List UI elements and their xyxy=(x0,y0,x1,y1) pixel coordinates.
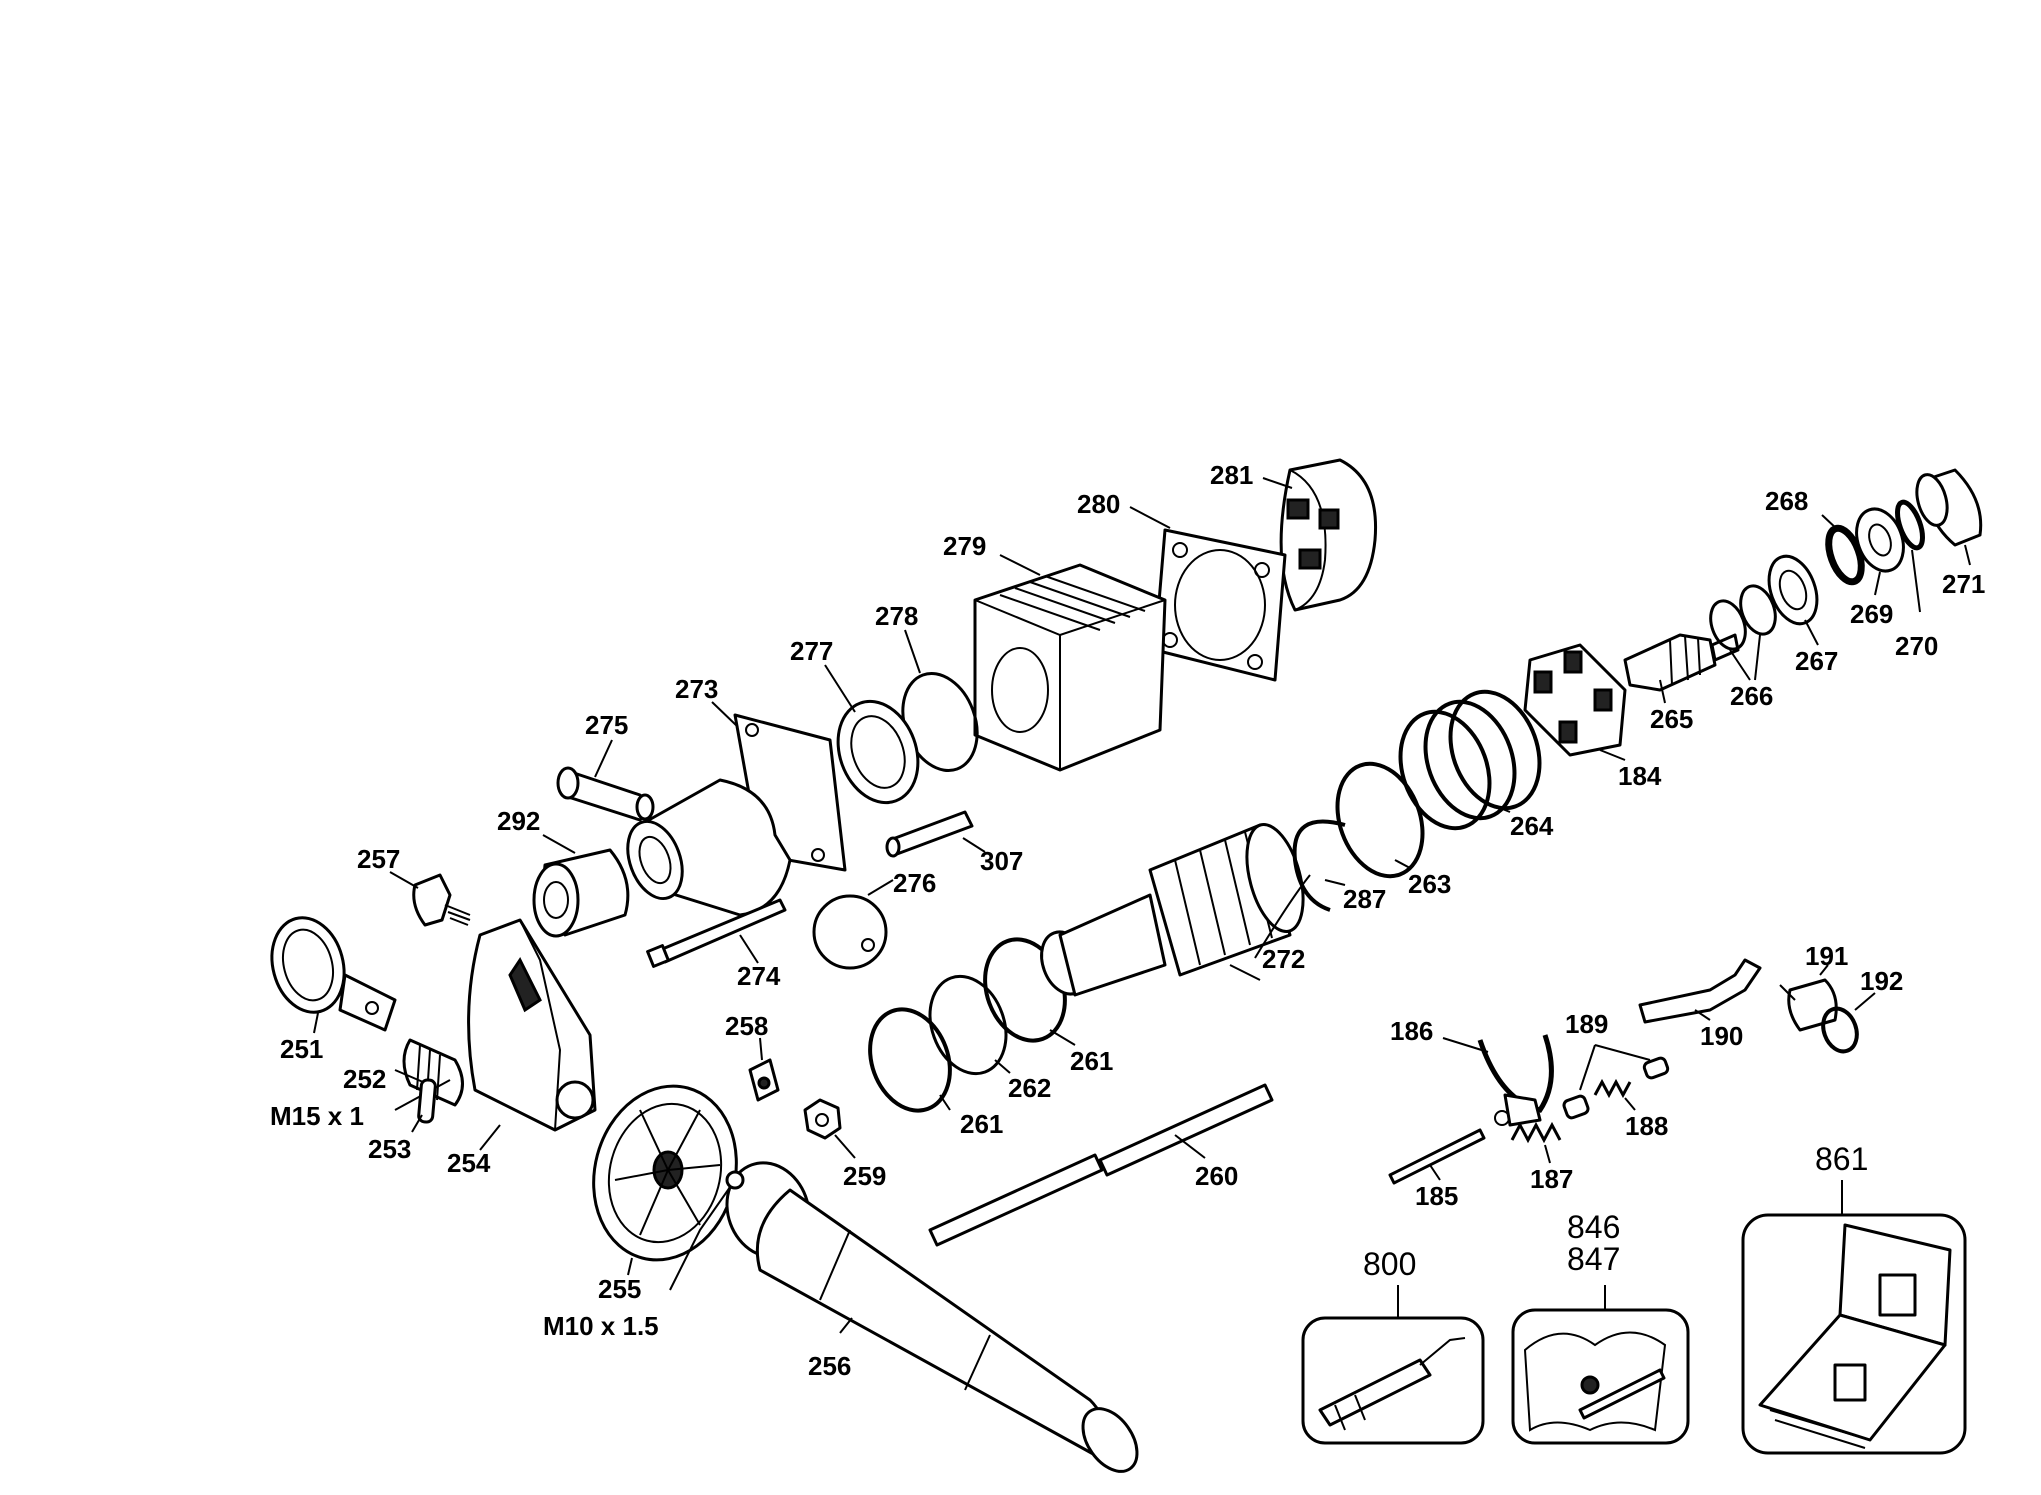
label-266: 266 xyxy=(1730,681,1773,711)
label-277: 277 xyxy=(790,636,833,666)
part-274-drawing xyxy=(646,898,787,968)
part-190-drawing xyxy=(1638,958,1762,1024)
part-273-drawing xyxy=(626,701,847,917)
label-279: 279 xyxy=(943,531,986,561)
label-255: 255 xyxy=(598,1274,641,1304)
part-272-drawing xyxy=(1040,822,1305,997)
part-186-drawing xyxy=(1442,1034,1554,1127)
label-281: 281 xyxy=(1210,460,1253,490)
label-m15: M15 x 1 xyxy=(270,1101,364,1131)
part-261a-drawing xyxy=(868,1007,952,1113)
part-253-drawing xyxy=(411,1078,437,1133)
label-307: 307 xyxy=(980,846,1023,876)
part-256-drawing xyxy=(669,1161,1139,1473)
label-861: 861 xyxy=(1815,1141,1868,1177)
label-292: 292 xyxy=(497,806,540,836)
label-264: 264 xyxy=(1510,811,1554,841)
label-261-a: 261 xyxy=(960,1109,1003,1139)
part-189-drawing xyxy=(1562,1044,1670,1120)
label-256: 256 xyxy=(808,1351,851,1381)
label-262: 262 xyxy=(1008,1073,1051,1103)
part-279-drawing xyxy=(973,554,1167,772)
part-251-drawing xyxy=(270,916,397,1034)
part-192-drawing xyxy=(1821,992,1876,1054)
label-278: 278 xyxy=(875,601,918,631)
label-269: 269 xyxy=(1850,599,1893,629)
label-190: 190 xyxy=(1700,1021,1743,1051)
part-187-drawing xyxy=(1510,1121,1562,1164)
label-192: 192 xyxy=(1860,966,1903,996)
part-861-drawing xyxy=(1741,1180,1967,1455)
part-185-drawing xyxy=(1388,1128,1486,1185)
label-280: 280 xyxy=(1077,489,1120,519)
label-287: 287 xyxy=(1343,884,1386,914)
part-276-drawing xyxy=(812,879,894,970)
part-268-drawing xyxy=(1821,514,1865,586)
part-267-drawing xyxy=(1767,554,1819,646)
part-270-drawing xyxy=(1895,499,1925,613)
part-307-drawing xyxy=(885,810,986,858)
label-m10: M10 x 1.5 xyxy=(543,1311,659,1341)
part-266-drawing xyxy=(1709,584,1777,681)
part-262-drawing xyxy=(928,974,1011,1076)
label-270: 270 xyxy=(1895,631,1938,661)
label-263: 263 xyxy=(1408,869,1451,899)
label-184: 184 xyxy=(1618,761,1662,791)
part-281-drawing xyxy=(1262,458,1378,612)
part-191-drawing xyxy=(1779,964,1838,1032)
part-264-drawing xyxy=(1398,689,1542,831)
label-276: 276 xyxy=(893,868,936,898)
label-257: 257 xyxy=(357,844,400,874)
label-846: 846 xyxy=(1567,1209,1620,1245)
label-186: 186 xyxy=(1390,1016,1433,1046)
label-273: 273 xyxy=(675,674,718,704)
part-259-drawing xyxy=(803,1098,856,1159)
part-846-847-drawing xyxy=(1511,1285,1690,1445)
label-259: 259 xyxy=(843,1161,886,1191)
part-275-drawing xyxy=(556,739,655,822)
label-187: 187 xyxy=(1530,1164,1573,1194)
label-189: 189 xyxy=(1565,1009,1608,1039)
part-292-drawing xyxy=(532,834,630,938)
label-253: 253 xyxy=(368,1134,411,1164)
label-275: 275 xyxy=(585,710,628,740)
label-251: 251 xyxy=(280,1034,323,1064)
label-258: 258 xyxy=(725,1011,768,1041)
label-268: 268 xyxy=(1765,486,1808,516)
part-188-drawing xyxy=(1593,1078,1636,1111)
label-847: 847 xyxy=(1567,1241,1620,1277)
part-260-drawing xyxy=(928,1083,1274,1247)
part-254-drawing xyxy=(467,918,597,1151)
part-277-drawing xyxy=(824,664,920,805)
part-255-drawing xyxy=(592,1084,738,1276)
part-287-drawing xyxy=(1254,819,1346,959)
label-267: 267 xyxy=(1795,646,1838,676)
part-257-drawing xyxy=(389,871,471,927)
label-272: 272 xyxy=(1262,944,1305,974)
label-252: 252 xyxy=(343,1064,386,1094)
label-260: 260 xyxy=(1195,1161,1238,1191)
label-185: 185 xyxy=(1415,1181,1458,1211)
label-261-b: 261 xyxy=(1070,1046,1113,1076)
label-274: 274 xyxy=(737,961,781,991)
part-258-drawing xyxy=(748,1037,780,1102)
label-800: 800 xyxy=(1363,1246,1416,1282)
part-184-drawing xyxy=(1523,643,1627,761)
part-263-drawing xyxy=(1335,761,1425,879)
label-191: 191 xyxy=(1805,941,1848,971)
label-271: 271 xyxy=(1942,569,1985,599)
label-265: 265 xyxy=(1650,704,1693,734)
part-271-drawing xyxy=(1915,468,1983,566)
label-254: 254 xyxy=(447,1148,491,1178)
label-188: 188 xyxy=(1625,1111,1668,1141)
part-800-drawing xyxy=(1301,1285,1485,1445)
